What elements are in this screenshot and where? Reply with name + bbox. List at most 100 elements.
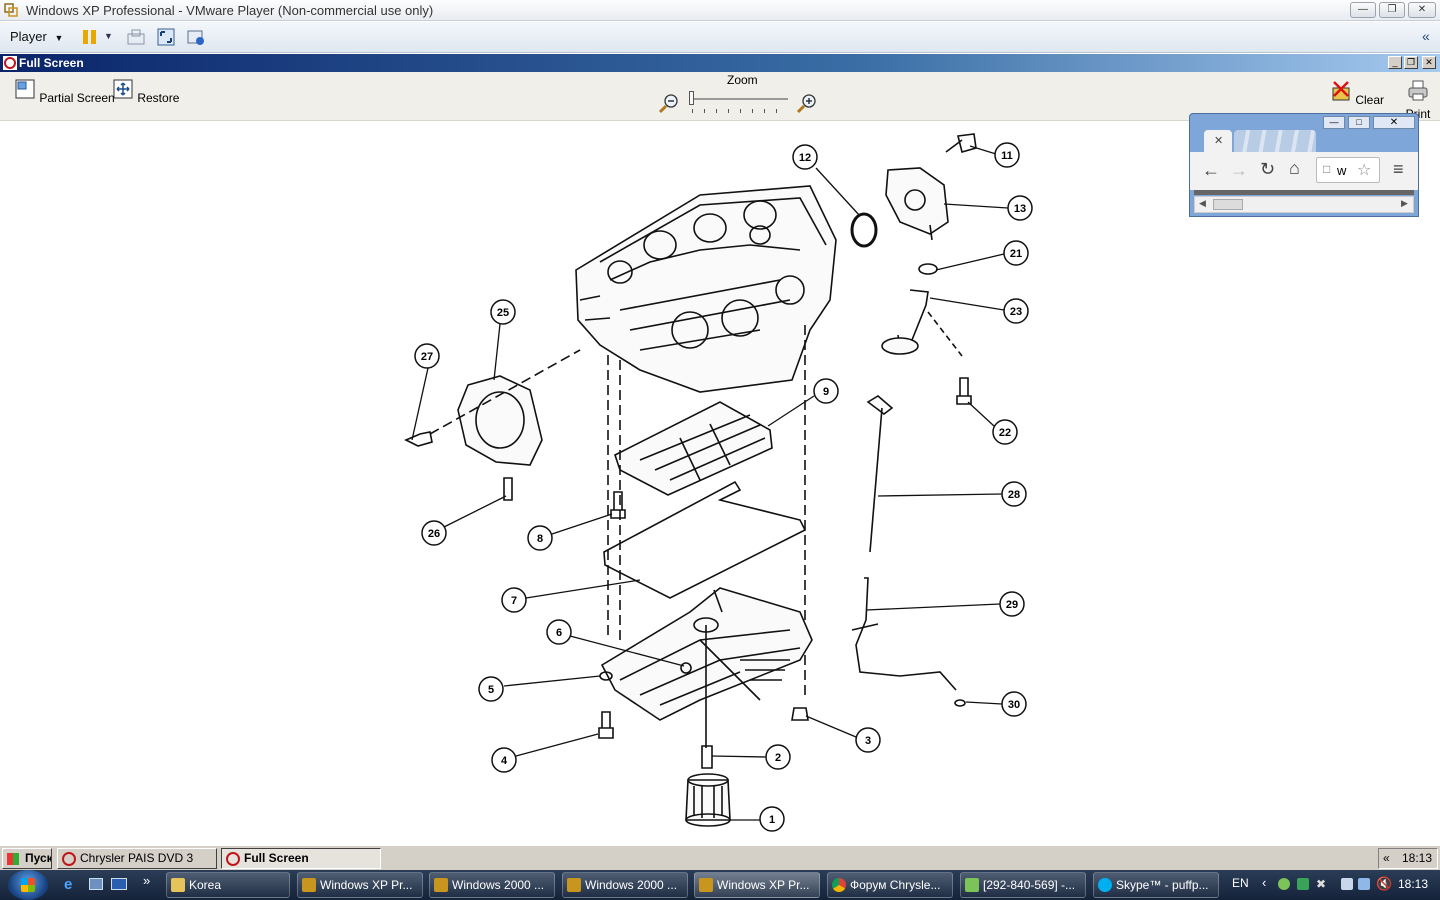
svg-text:5: 5 <box>488 684 494 696</box>
bookmark-star-icon[interactable]: ☆ <box>1357 162 1372 179</box>
partial-screen-button[interactable]: Partial Screen <box>14 78 115 105</box>
taskbar-item-label: Korea <box>189 878 222 892</box>
maximize-button[interactable]: ❐ <box>1379 2 1405 18</box>
taskbar-item-full-screen[interactable]: Full Screen <box>221 848 381 869</box>
restore-icon <box>113 79 133 99</box>
svg-text:9: 9 <box>823 386 829 398</box>
tools-icon[interactable]: ✖ <box>1316 877 1327 891</box>
callout-circles: 1 2 3 4 5 6 7 8 9 11 12 13 21 22 23 25 2… <box>414 142 1033 832</box>
taskbar-item-teamviewer[interactable]: [292-840-569] -... <box>960 872 1086 898</box>
chrome-minimize-button[interactable]: — <box>1323 116 1345 129</box>
restore-button[interactable]: Restore <box>112 78 179 105</box>
taskbar-item-win2000-2[interactable]: Windows 2000 ... <box>562 872 688 898</box>
taskbar-item-winxp-2[interactable]: Windows XP Pr... <box>694 872 820 898</box>
address-bar[interactable]: □ w ☆ <box>1316 157 1380 183</box>
scroll-right-icon[interactable]: ▶ <box>1401 198 1408 208</box>
taskbar-item-korea[interactable]: Korea <box>166 872 290 898</box>
remote-session-icon <box>965 878 979 892</box>
quicklaunch-overflow-icon[interactable]: » <box>143 873 151 888</box>
taskbar-item-label: Windows XP Pr... <box>320 878 413 892</box>
taskbar-item-chrome-forum[interactable]: Форум Chrysle... <box>827 872 953 898</box>
minimize-button[interactable]: — <box>1350 2 1376 18</box>
chrome-menu-icon[interactable]: ≡ <box>1393 159 1404 179</box>
fs-restore-button[interactable]: ❐ <box>1404 56 1418 69</box>
tab-close-icon[interactable]: ✕ <box>1214 135 1224 147</box>
callout-leaders <box>411 145 1009 821</box>
tray-collapse-icon[interactable]: « <box>1383 851 1390 865</box>
collapse-toolbar-icon[interactable]: « <box>1422 28 1430 44</box>
pause-options-chevron-icon[interactable]: ▼ <box>104 31 113 41</box>
forward-arrow-icon[interactable]: → <box>1230 160 1248 180</box>
check-icon[interactable] <box>1297 878 1309 890</box>
svg-text:6: 6 <box>556 627 562 639</box>
vmware-app-icon <box>4 3 18 17</box>
host-taskbar: e » Korea Windows XP Pr... Windows 2000 … <box>0 870 1440 900</box>
zoom-label: Zoom <box>727 73 758 87</box>
chrome-maximize-button[interactable]: □ <box>1348 116 1370 129</box>
svg-text:4: 4 <box>501 755 508 767</box>
home-icon[interactable]: ⌂ <box>1289 158 1300 178</box>
svg-text:2: 2 <box>775 752 781 764</box>
svg-text:13: 13 <box>1014 203 1026 215</box>
clear-button[interactable]: Clear <box>1330 80 1384 107</box>
callout-6: 6 <box>546 619 572 645</box>
vmware-icon <box>567 878 581 892</box>
svg-text:7: 7 <box>511 595 517 607</box>
pais-app-icon <box>3 56 17 70</box>
close-button[interactable]: ✕ <box>1408 2 1436 18</box>
player-menu-button[interactable]: Player ▼ <box>4 27 69 47</box>
send-ctrl-alt-del-icon[interactable] <box>127 29 145 45</box>
tray-expand-icon[interactable]: ‹ <box>1262 875 1267 890</box>
zoom-slider-thumb[interactable] <box>689 91 694 105</box>
pause-icon[interactable] <box>82 29 98 45</box>
scrollbar-thumb[interactable] <box>1213 199 1243 210</box>
ie-icon[interactable]: e <box>64 876 73 893</box>
device-icon[interactable] <box>1341 878 1353 890</box>
svg-text:29: 29 <box>1006 599 1018 611</box>
page-icon: □ <box>1323 162 1331 176</box>
callout-30: 30 <box>1001 691 1027 717</box>
callout-1: 1 <box>759 806 785 832</box>
scroll-left-icon[interactable]: ◀ <box>1199 198 1206 208</box>
start-button[interactable]: Пуск <box>2 848 52 869</box>
explorer-icon[interactable] <box>89 878 103 890</box>
fullscreen-toolbar: Partial Screen Restore Zoom Clear Print <box>0 72 1440 121</box>
taskbar-item-skype[interactable]: Skype™ - puffp... <box>1093 872 1219 898</box>
language-indicator[interactable]: EN <box>1232 876 1249 890</box>
chrome-other-tabs[interactable] <box>1234 130 1316 152</box>
restore-label: Restore <box>137 91 180 105</box>
taskbar-item-chrysler-pais[interactable]: Chrysler PAIS DVD 3 <box>57 848 217 869</box>
svg-text:3: 3 <box>865 735 871 747</box>
vmware-window-title: Windows XP Professional - VMware Player … <box>26 3 434 18</box>
back-arrow-icon[interactable]: ← <box>1202 160 1220 180</box>
volume-muted-icon[interactable]: 🔇 <box>1376 876 1393 891</box>
chevron-down-icon: ▼ <box>54 33 64 43</box>
chrome-mini-window[interactable]: — □ ✕ ✕ ← → ↻ ⌂ □ w ☆ ≡ ◀ ▶ <box>1189 113 1419 217</box>
desktop-icon[interactable] <box>111 878 127 890</box>
callout-5: 5 <box>478 676 504 702</box>
fullscreen-icon[interactable] <box>157 28 175 46</box>
zoom-slider-track[interactable] <box>690 98 788 100</box>
taskbar-item-winxp-1[interactable]: Windows XP Pr... <box>297 872 423 898</box>
fs-minimize-button[interactable]: _ <box>1388 56 1402 69</box>
chrome-progress-strip <box>1194 190 1414 195</box>
network-icon[interactable] <box>1358 878 1370 890</box>
taskbar-item-win2000-1[interactable]: Windows 2000 ... <box>429 872 555 898</box>
unity-icon[interactable] <box>187 28 205 46</box>
zoom-out-icon[interactable] <box>658 92 680 114</box>
callout-25: 25 <box>490 299 516 325</box>
chrome-close-button[interactable]: ✕ <box>1373 116 1415 129</box>
svg-text:22: 22 <box>999 427 1011 439</box>
win7-start-orb[interactable] <box>8 870 48 900</box>
zoom-in-icon[interactable] <box>796 92 818 114</box>
horizontal-scrollbar[interactable]: ◀ ▶ <box>1194 196 1414 213</box>
taskbar-item-label: Windows XP Pr... <box>717 878 810 892</box>
chrome-tab[interactable]: ✕ <box>1204 130 1232 152</box>
vmware-icon <box>434 878 448 892</box>
android-icon[interactable] <box>1278 878 1290 890</box>
callout-29: 29 <box>999 591 1025 617</box>
reload-icon[interactable]: ↻ <box>1260 159 1276 179</box>
clear-icon <box>1332 81 1350 101</box>
svg-text:28: 28 <box>1008 489 1020 501</box>
fs-close-button[interactable]: ✕ <box>1422 56 1436 69</box>
